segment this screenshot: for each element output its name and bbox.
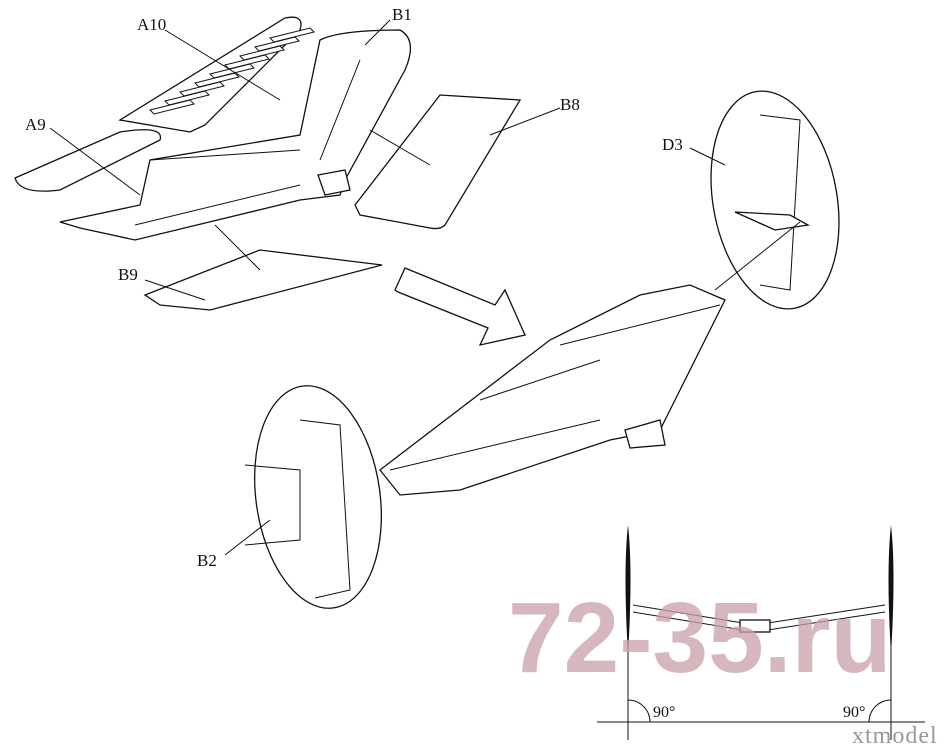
rib [269,27,315,43]
part-b1-wing [59,29,412,241]
part-d3-fin [710,90,840,310]
watermark-xtmodel: xtmodel [852,723,938,744]
label-b8: B8 [560,95,580,114]
part-a10 [118,16,315,133]
label-b2: B2 [197,551,217,570]
assembly-arrow [394,267,526,346]
part-b2-fin [244,385,382,609]
assembled-wing [379,284,726,496]
part-b9-panel [143,249,383,311]
part-a9 [14,129,162,192]
part-b8-panel [354,94,522,230]
label-b1: B1 [392,5,412,24]
angle-left: 90° [653,704,675,721]
leader-lines [49,19,726,556]
label-a10: A10 [137,15,166,34]
front-view [597,525,925,740]
watermark-72-35: 72-35.ru [508,582,892,694]
label-b9: B9 [118,265,138,284]
label-d3: D3 [662,135,683,154]
label-a9: A9 [25,115,46,134]
angle-right: 90° [843,704,865,721]
